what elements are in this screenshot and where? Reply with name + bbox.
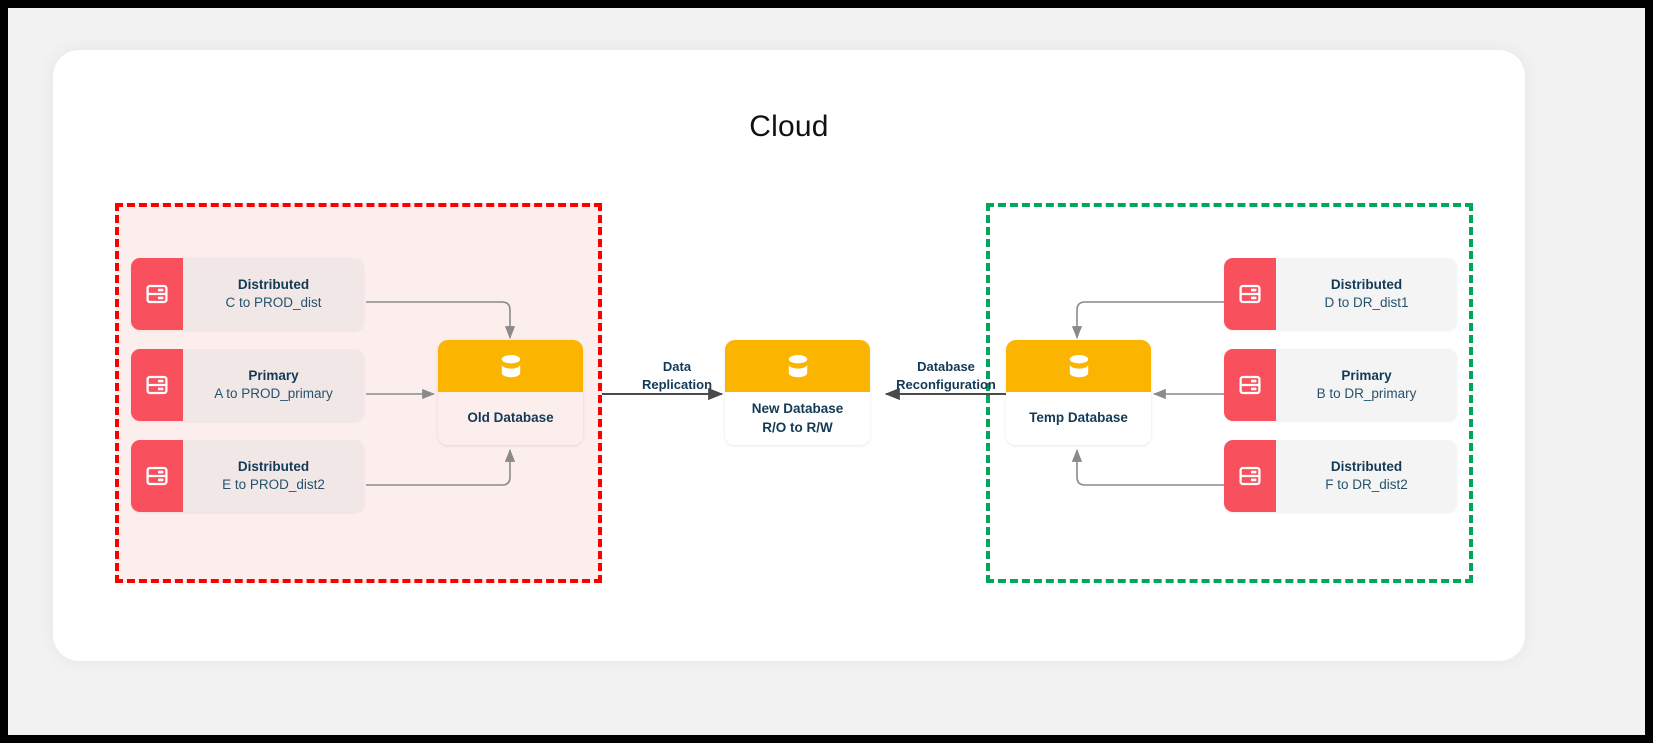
node-title: Distributed bbox=[237, 276, 310, 292]
server-icon bbox=[1224, 440, 1276, 512]
node-body: Primary A to PROD_primary bbox=[183, 349, 364, 421]
edge-label-line1: Data bbox=[662, 359, 692, 374]
page-title: Cloud bbox=[749, 110, 829, 143]
node-subtitle: D to DR_dist1 bbox=[1324, 295, 1409, 310]
server-icon bbox=[131, 258, 183, 330]
node-subtitle: C to PROD_dist bbox=[225, 295, 322, 310]
database-icon bbox=[1006, 340, 1151, 392]
node-title: Distributed bbox=[1330, 458, 1403, 474]
node-title: Primary bbox=[248, 367, 299, 383]
edge-label-data-replication: Data Replication bbox=[611, 358, 743, 393]
database-footer: New Database R/O to R/W bbox=[725, 392, 870, 445]
server-icon bbox=[131, 349, 183, 421]
edge-label-line2: Reconfiguration bbox=[896, 376, 996, 392]
node-body: Distributed C to PROD_dist bbox=[183, 258, 364, 330]
node-body: Distributed D to DR_dist1 bbox=[1276, 258, 1457, 330]
database-icon bbox=[438, 340, 583, 392]
node-body: Distributed E to PROD_dist2 bbox=[183, 440, 364, 512]
database-sublabel: R/O to R/W bbox=[762, 419, 833, 435]
server-icon bbox=[1224, 258, 1276, 330]
node-subtitle: B to DR_primary bbox=[1316, 386, 1417, 401]
node-prod-primary-a[interactable]: Primary A to PROD_primary bbox=[131, 349, 364, 421]
node-subtitle: A to PROD_primary bbox=[214, 386, 333, 401]
node-title: Primary bbox=[1341, 367, 1392, 383]
database-new[interactable]: New Database R/O to R/W bbox=[725, 340, 870, 445]
outer-frame: Cloud bbox=[8, 8, 1645, 735]
node-dr-distributed-f[interactable]: Distributed F to DR_dist2 bbox=[1224, 440, 1457, 512]
database-footer: Old Database bbox=[438, 392, 583, 445]
database-footer: Temp Database bbox=[1006, 392, 1151, 445]
database-old[interactable]: Old Database bbox=[438, 340, 583, 445]
node-prod-distributed-c[interactable]: Distributed C to PROD_dist bbox=[131, 258, 364, 330]
database-temp[interactable]: Temp Database bbox=[1006, 340, 1151, 445]
node-dr-distributed-d[interactable]: Distributed D to DR_dist1 bbox=[1224, 258, 1457, 330]
node-body: Distributed F to DR_dist2 bbox=[1276, 440, 1457, 512]
node-subtitle: F to DR_dist2 bbox=[1325, 477, 1408, 492]
node-prod-distributed-e[interactable]: Distributed E to PROD_dist2 bbox=[131, 440, 364, 512]
edge-label-line1: Database bbox=[917, 359, 975, 374]
database-label: New Database bbox=[751, 400, 844, 416]
node-title: Distributed bbox=[1330, 276, 1403, 292]
node-title: Distributed bbox=[237, 458, 310, 474]
node-subtitle: E to PROD_dist2 bbox=[222, 477, 325, 492]
node-dr-primary-b[interactable]: Primary B to DR_primary bbox=[1224, 349, 1457, 421]
diagram-canvas: Cloud bbox=[53, 50, 1525, 661]
database-label: Temp Database bbox=[1029, 410, 1128, 426]
edge-label-line2: Replication bbox=[641, 376, 713, 392]
database-icon bbox=[725, 340, 870, 392]
server-icon bbox=[1224, 349, 1276, 421]
node-body: Primary B to DR_primary bbox=[1276, 349, 1457, 421]
edge-label-database-reconfiguration: Database Reconfiguration bbox=[865, 358, 1027, 393]
server-icon bbox=[131, 440, 183, 512]
database-label: Old Database bbox=[467, 410, 554, 426]
